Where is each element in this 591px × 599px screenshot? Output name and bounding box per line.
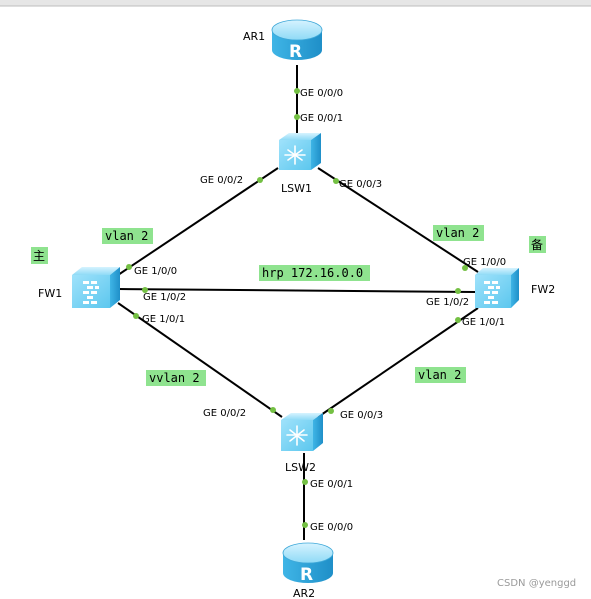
port-label: GE 1/0/2 <box>143 292 186 303</box>
device-lsw2[interactable]: LSW2 <box>281 413 323 474</box>
port-label: GE 0/0/3 <box>339 179 382 190</box>
device-label: FW2 <box>531 283 555 296</box>
port-label: GE 0/0/1 <box>300 113 343 124</box>
port-dot <box>257 177 263 183</box>
device-ar1[interactable]: R AR1 <box>243 19 323 62</box>
router-icon: R <box>282 542 334 585</box>
svg-text:R: R <box>289 42 302 62</box>
port-label: GE 0/0/0 <box>300 88 343 99</box>
port-labels: GE 0/0/0 GE 0/0/1 GE 0/0/2 GE 0/0/3 GE 1… <box>134 88 506 533</box>
port-dot <box>294 114 300 120</box>
tag-text: 主 <box>33 249 45 263</box>
port-dots <box>126 88 468 528</box>
port-dot <box>302 479 308 485</box>
tag-backup: 备 <box>529 236 546 253</box>
port-label: GE 1/0/1 <box>142 314 185 325</box>
firewall-icon <box>475 268 519 308</box>
tag-vlan-top-right: vlan 2 <box>433 225 484 241</box>
port-label: GE 1/0/1 <box>462 317 505 328</box>
device-ar2[interactable]: R AR2 <box>282 542 334 599</box>
device-label: AR2 <box>293 587 315 599</box>
port-label: GE 1/0/0 <box>463 257 506 268</box>
device-label: LSW1 <box>281 182 312 195</box>
tag-vlan-top-left: vlan 2 <box>102 228 153 244</box>
watermark: CSDN @yenggd <box>497 578 576 589</box>
port-label: GE 0/0/1 <box>310 479 353 490</box>
port-dot <box>142 287 148 293</box>
port-label: GE 1/0/0 <box>134 266 177 277</box>
tag-text: hrp 172.16.0.0 <box>262 266 363 280</box>
port-label: GE 1/0/2 <box>426 297 469 308</box>
tag-hrp: hrp 172.16.0.0 <box>259 265 370 281</box>
tag-text: vlan 2 <box>436 226 479 240</box>
switch-icon <box>281 413 323 451</box>
switch-icon <box>279 133 321 170</box>
port-label: GE 0/0/3 <box>340 410 383 421</box>
port-dot <box>455 288 461 294</box>
firewall-icon <box>72 267 120 308</box>
tag-text: vlan 2 <box>418 368 461 382</box>
link-fw2-lsw2 <box>317 307 479 418</box>
link-fw1-lsw2 <box>117 302 283 418</box>
device-label: AR1 <box>243 30 265 43</box>
port-dot <box>302 522 308 528</box>
port-dot <box>126 264 132 270</box>
links <box>117 65 479 540</box>
port-dot <box>455 317 461 323</box>
tag-master: 主 <box>31 247 48 264</box>
port-dot <box>270 407 276 413</box>
device-label: FW1 <box>38 287 62 300</box>
device-fw2[interactable]: FW2 <box>475 268 555 308</box>
port-label: GE 0/0/2 <box>203 408 246 419</box>
device-fw1[interactable]: FW1 <box>38 267 120 308</box>
tag-vlan-bottom-right: vlan 2 <box>415 367 466 383</box>
tag-text: vvlan 2 <box>149 371 200 385</box>
device-lsw1[interactable]: LSW1 <box>279 133 321 195</box>
port-dot <box>133 313 139 319</box>
svg-text:R: R <box>300 565 313 585</box>
port-dot <box>462 265 468 271</box>
link-lsw1-fw2 <box>317 167 479 273</box>
port-dot <box>333 178 339 184</box>
port-dot <box>294 88 300 94</box>
link-fw1-fw2-hrp <box>117 288 476 293</box>
window-frame-top <box>0 0 591 6</box>
tag-text: 备 <box>531 238 543 252</box>
port-dot <box>328 408 334 414</box>
link-lsw1-fw1 <box>117 167 279 276</box>
tag-text: vlan 2 <box>105 229 148 243</box>
device-label: LSW2 <box>285 461 316 474</box>
tag-vlan-bottom-left: vvlan 2 <box>146 370 206 386</box>
router-icon: R <box>271 19 323 62</box>
port-label: GE 0/0/2 <box>200 175 243 186</box>
port-label: GE 0/0/0 <box>310 522 353 533</box>
